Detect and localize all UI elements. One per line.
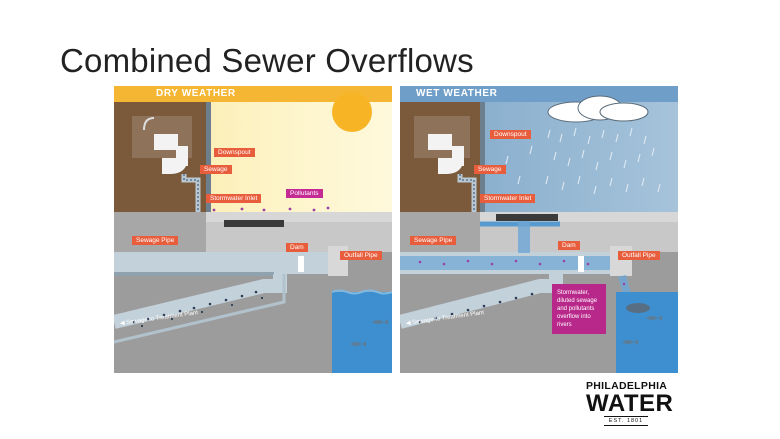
overflow-callout: Stormwater, diluted sewage and pollutant…: [552, 284, 606, 334]
fish-icon: [622, 339, 638, 345]
fish-icon: [646, 315, 662, 321]
wet-weather-illustration: [400, 86, 678, 373]
label-downspout: Downspout: [214, 148, 255, 157]
wet-header-label: WET WEATHER: [416, 88, 498, 99]
building: [114, 102, 206, 212]
label-sewage: Sewage: [200, 165, 232, 174]
label-stormwater-inlet: Stormwater Inlet: [480, 194, 536, 203]
dry-weather-illustration: [114, 86, 392, 373]
label-sewage-pipe: Sewage Pipe: [410, 236, 457, 245]
downspout: [206, 102, 211, 212]
label-downspout: Downspout: [490, 130, 531, 139]
downspout: [480, 102, 485, 212]
fish-icon: [372, 319, 388, 325]
pollution-plume: [626, 303, 650, 313]
river: [332, 292, 392, 373]
label-outfall-pipe: Outfall Pipe: [618, 251, 660, 260]
dry-header-label: DRY WEATHER: [156, 88, 236, 99]
label-sewage-pipe: Sewage Pipe: [132, 236, 179, 245]
philadelphia-water-logo: PHILADELPHIA WATER EST. 1801: [586, 380, 674, 426]
logo-line-2: WATER: [586, 390, 674, 417]
fish-icon: [350, 341, 366, 347]
sink-icon: [154, 134, 178, 150]
dry-header: DRY WEATHER: [114, 86, 392, 102]
slide-title: Combined Sewer Overflows: [60, 42, 474, 79]
river: [616, 292, 678, 373]
wet-weather-panel: WET WEATHER Downspout Sewage Stormwater …: [400, 86, 678, 373]
label-stormwater-inlet: Stormwater Inlet: [206, 194, 262, 203]
sun-icon: [332, 92, 372, 132]
sewage-pipe: [114, 252, 328, 274]
stormwater-inlet: [224, 220, 284, 227]
cloud-icon: [547, 95, 649, 123]
wet-header: WET WEATHER: [400, 86, 678, 102]
label-pollutants: Pollutants: [286, 189, 323, 198]
dam: [578, 256, 584, 272]
logo-line-1: PHILADELPHIA: [586, 380, 668, 392]
rain: [505, 127, 661, 195]
dam: [298, 256, 304, 272]
dry-header-bar: [114, 86, 392, 102]
logo-line-3: EST. 1801: [604, 416, 648, 426]
label-outfall-pipe: Outfall Pipe: [340, 251, 382, 260]
dry-weather-panel: DRY WEATHER Downspout Sewage Stormwater …: [114, 86, 392, 373]
building: [400, 102, 480, 212]
label-dam: Dam: [286, 243, 308, 252]
label-dam: Dam: [558, 241, 580, 250]
sink-icon: [428, 134, 452, 150]
label-sewage: Sewage: [474, 165, 506, 174]
stormwater-inlet: [496, 214, 558, 221]
